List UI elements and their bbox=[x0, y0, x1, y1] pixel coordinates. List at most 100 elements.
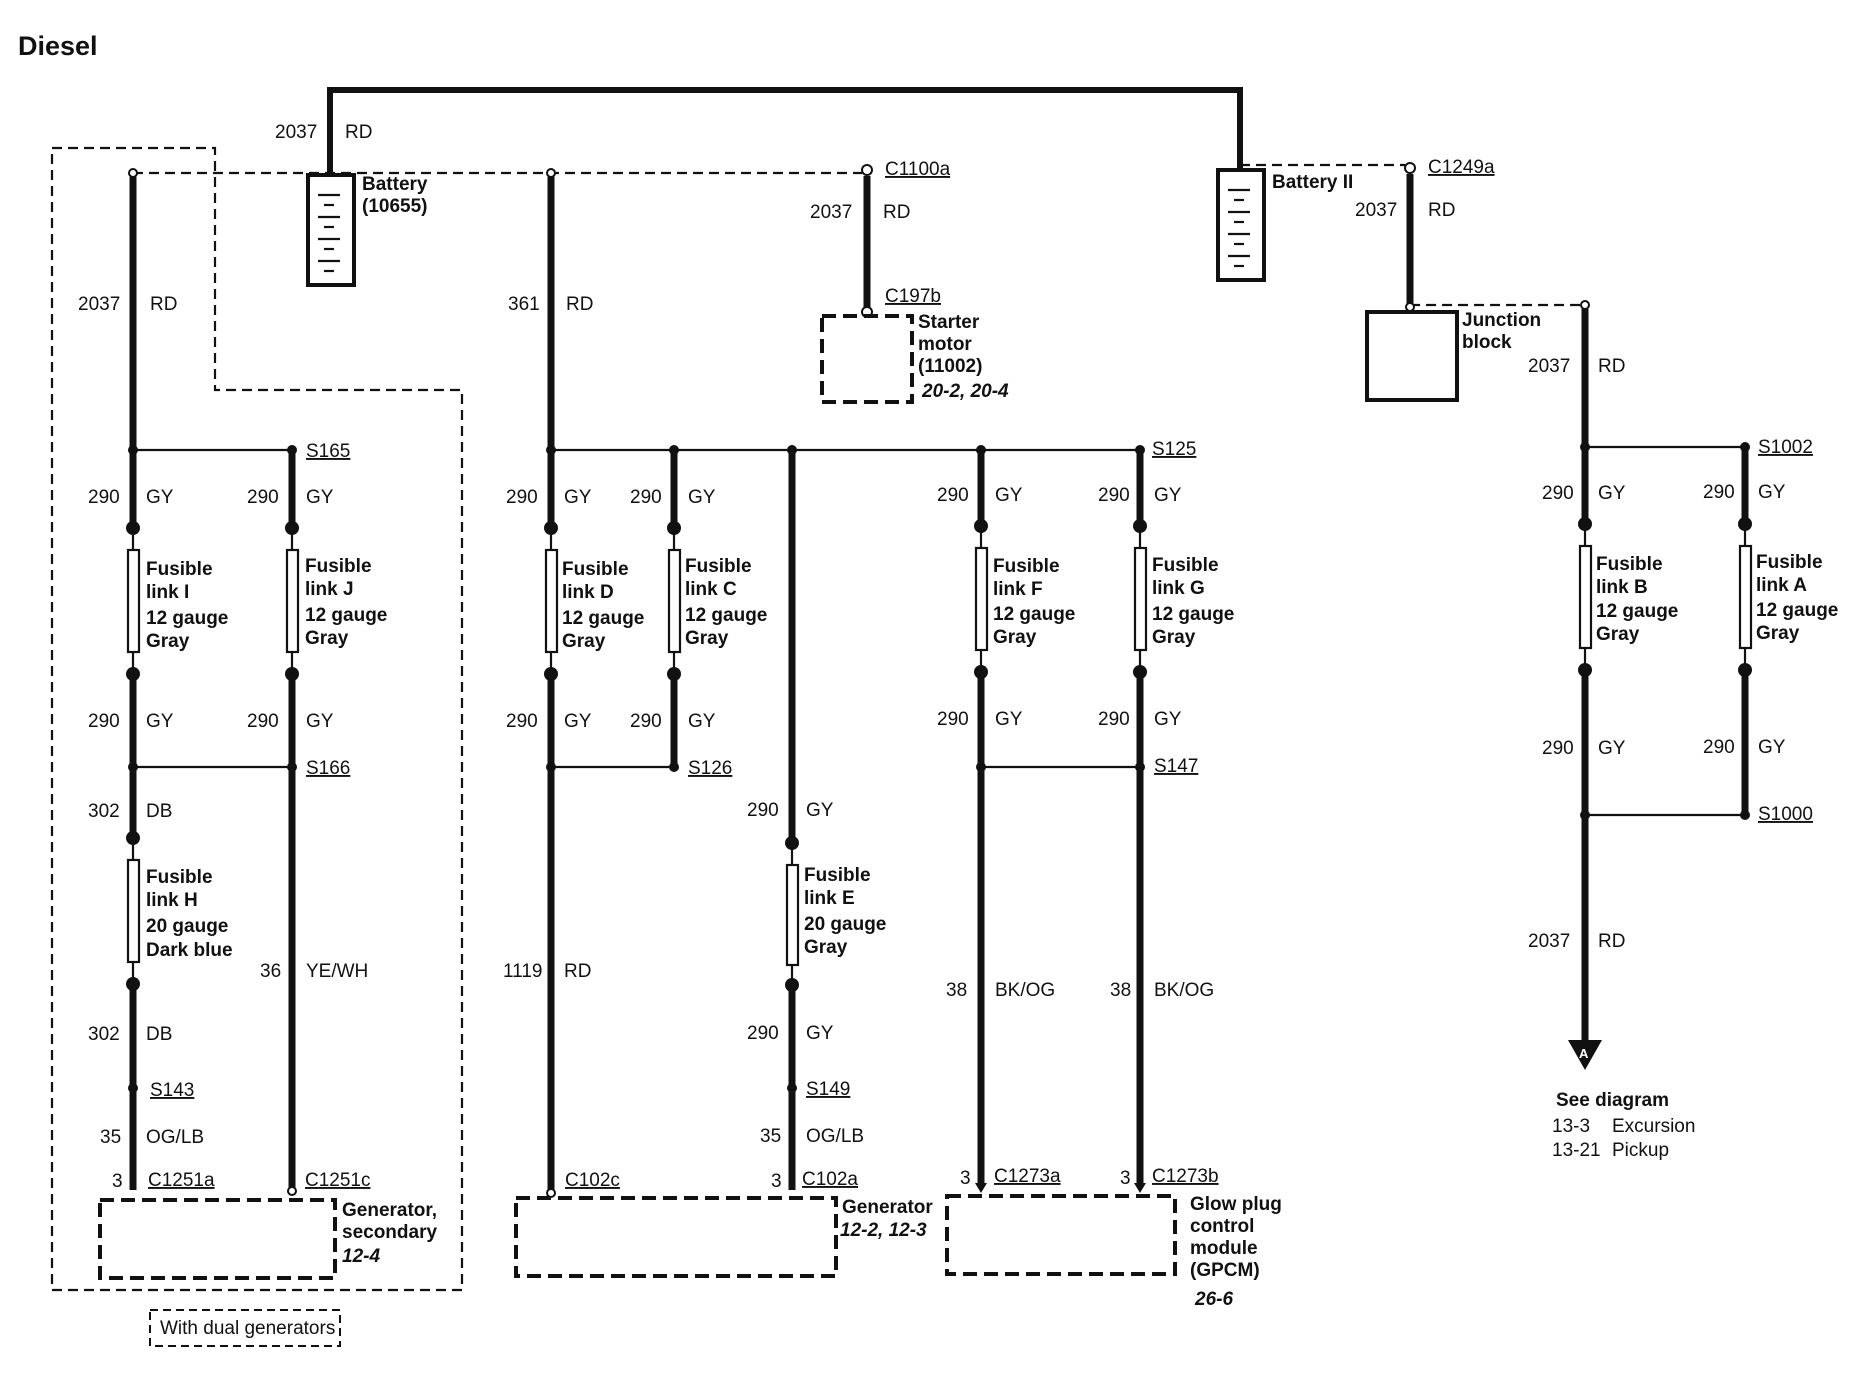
svg-text:motor: motor bbox=[918, 334, 972, 355]
svg-text:290: 290 bbox=[88, 487, 120, 508]
svg-text:290: 290 bbox=[1542, 483, 1574, 504]
svg-text:GY: GY bbox=[1598, 483, 1626, 504]
svg-text:control: control bbox=[1190, 1216, 1254, 1237]
svg-text:BK/OG: BK/OG bbox=[995, 980, 1055, 1001]
svg-text:290: 290 bbox=[506, 711, 538, 732]
junction-branch: C1249a 2037 RD Junction block bbox=[1355, 157, 1541, 402]
dual-generators-note-box bbox=[149, 1309, 341, 1347]
svg-text:Excursion: Excursion bbox=[1612, 1116, 1695, 1137]
svg-text:OG/LB: OG/LB bbox=[806, 1126, 864, 1147]
fusible-link-b bbox=[1578, 544, 1593, 650]
svg-text:Fusible: Fusible bbox=[562, 559, 629, 580]
connector-c1100a: C1100a bbox=[885, 159, 951, 180]
svg-text:GY: GY bbox=[1758, 737, 1786, 758]
svg-text:RD: RD bbox=[1598, 931, 1625, 952]
svg-text:Gray: Gray bbox=[146, 631, 190, 652]
svg-text:link B: link B bbox=[1596, 577, 1648, 598]
svg-text:GY: GY bbox=[1598, 738, 1626, 759]
svg-text:20-2, 20-4: 20-2, 20-4 bbox=[921, 381, 1009, 402]
connector-c1249a: C1249a bbox=[1428, 157, 1495, 178]
fusible-link-c bbox=[667, 548, 682, 654]
svg-text:Battery II: Battery II bbox=[1272, 172, 1353, 193]
svg-text:link C: link C bbox=[685, 579, 737, 600]
svg-text:Generator,: Generator, bbox=[342, 1200, 437, 1221]
svg-text:Fusible: Fusible bbox=[146, 559, 213, 580]
svg-text:12 gauge: 12 gauge bbox=[993, 604, 1075, 625]
svg-text:Gray: Gray bbox=[1756, 623, 1800, 644]
gpcm-box bbox=[945, 1194, 1177, 1276]
svg-text:(GPCM): (GPCM) bbox=[1190, 1260, 1260, 1281]
svg-text:12 gauge: 12 gauge bbox=[146, 608, 228, 629]
svg-text:2037: 2037 bbox=[78, 294, 120, 315]
splice-s1000: S1000 bbox=[1758, 804, 1813, 825]
svg-text:Gray: Gray bbox=[804, 937, 848, 958]
svg-text:361: 361 bbox=[508, 294, 540, 315]
svg-text:A: A bbox=[1579, 1046, 1589, 1061]
battery-10655: Battery (10655) bbox=[306, 173, 428, 287]
svg-text:Fusible: Fusible bbox=[305, 556, 372, 577]
svg-text:Gray: Gray bbox=[685, 628, 729, 649]
svg-text:290: 290 bbox=[1703, 737, 1735, 758]
diagram-title: Diesel bbox=[18, 31, 98, 61]
svg-text:Glow plug: Glow plug bbox=[1190, 1194, 1282, 1215]
svg-text:DB: DB bbox=[146, 801, 172, 822]
svg-text:20 gauge: 20 gauge bbox=[146, 916, 228, 937]
gpcm-circuit: S125 290 GY Fusible link F 12 gauge Gray… bbox=[937, 439, 1282, 1310]
svg-text:RD: RD bbox=[564, 961, 591, 982]
svg-text:290: 290 bbox=[247, 711, 279, 732]
svg-text:2037: 2037 bbox=[1355, 200, 1397, 221]
svg-text:GY: GY bbox=[1154, 485, 1182, 506]
splice-s147: S147 bbox=[1154, 756, 1198, 777]
svg-text:290: 290 bbox=[937, 709, 969, 730]
svg-text:290: 290 bbox=[1098, 709, 1130, 730]
svg-text:290: 290 bbox=[630, 711, 662, 732]
svg-text:3: 3 bbox=[771, 1171, 782, 1192]
svg-text:block: block bbox=[1462, 332, 1512, 353]
svg-text:link G: link G bbox=[1152, 578, 1205, 599]
starter-branch: C1100a 2037 RD C197b Starter motor (1100… bbox=[810, 159, 1009, 404]
svg-text:12 gauge: 12 gauge bbox=[1596, 601, 1678, 622]
see-diagram-heading: See diagram bbox=[1556, 1090, 1669, 1111]
svg-text:DB: DB bbox=[146, 1024, 172, 1045]
svg-text:Junction: Junction bbox=[1462, 310, 1541, 331]
svg-text:RD: RD bbox=[883, 202, 910, 223]
svg-text:Battery: Battery bbox=[362, 174, 428, 195]
svg-text:290: 290 bbox=[1098, 485, 1130, 506]
svg-text:GY: GY bbox=[995, 485, 1023, 506]
svg-text:GY: GY bbox=[146, 711, 174, 732]
fusible-link-e bbox=[785, 863, 800, 967]
svg-text:Dark blue: Dark blue bbox=[146, 940, 233, 961]
generator-box bbox=[514, 1196, 838, 1278]
svg-text:302: 302 bbox=[88, 801, 120, 822]
svg-text:290: 290 bbox=[937, 485, 969, 506]
svg-text:13-3: 13-3 bbox=[1552, 1116, 1590, 1137]
splice-s126: S126 bbox=[688, 758, 732, 779]
generator-secondary-box bbox=[98, 1198, 337, 1280]
svg-text:Gray: Gray bbox=[562, 631, 606, 652]
svg-text:290: 290 bbox=[1542, 738, 1574, 759]
connector-c1251a: C1251a bbox=[148, 1170, 215, 1191]
svg-text:20 gauge: 20 gauge bbox=[804, 914, 886, 935]
svg-text:module: module bbox=[1190, 1238, 1258, 1259]
fusible-link-a bbox=[1738, 544, 1753, 650]
svg-text:290: 290 bbox=[247, 487, 279, 508]
junction-output-circuit: 2037 RD S1002 290 GY Fusible link B 12 g… bbox=[1405, 300, 1838, 1161]
svg-text:Fusible: Fusible bbox=[1152, 555, 1219, 576]
svg-text:GY: GY bbox=[806, 800, 834, 821]
dual-generators-note: With dual generators bbox=[160, 1318, 335, 1339]
fusible-link-j bbox=[285, 548, 300, 654]
battery-ii: Battery II bbox=[1216, 168, 1353, 282]
fusible-link-d bbox=[544, 548, 559, 654]
svg-text:Fusible: Fusible bbox=[1596, 554, 1663, 575]
fusible-link-f bbox=[974, 546, 989, 652]
svg-text:Generator: Generator bbox=[842, 1197, 933, 1218]
svg-text:2037: 2037 bbox=[1528, 356, 1570, 377]
continuation-arrow-a bbox=[1568, 1040, 1602, 1070]
splice-s149: S149 bbox=[806, 1079, 850, 1100]
svg-text:GY: GY bbox=[564, 487, 592, 508]
fusible-link-i bbox=[126, 548, 141, 654]
svg-text:BK/OG: BK/OG bbox=[1154, 980, 1214, 1001]
junction-block bbox=[1365, 310, 1459, 402]
svg-text:GY: GY bbox=[306, 711, 334, 732]
